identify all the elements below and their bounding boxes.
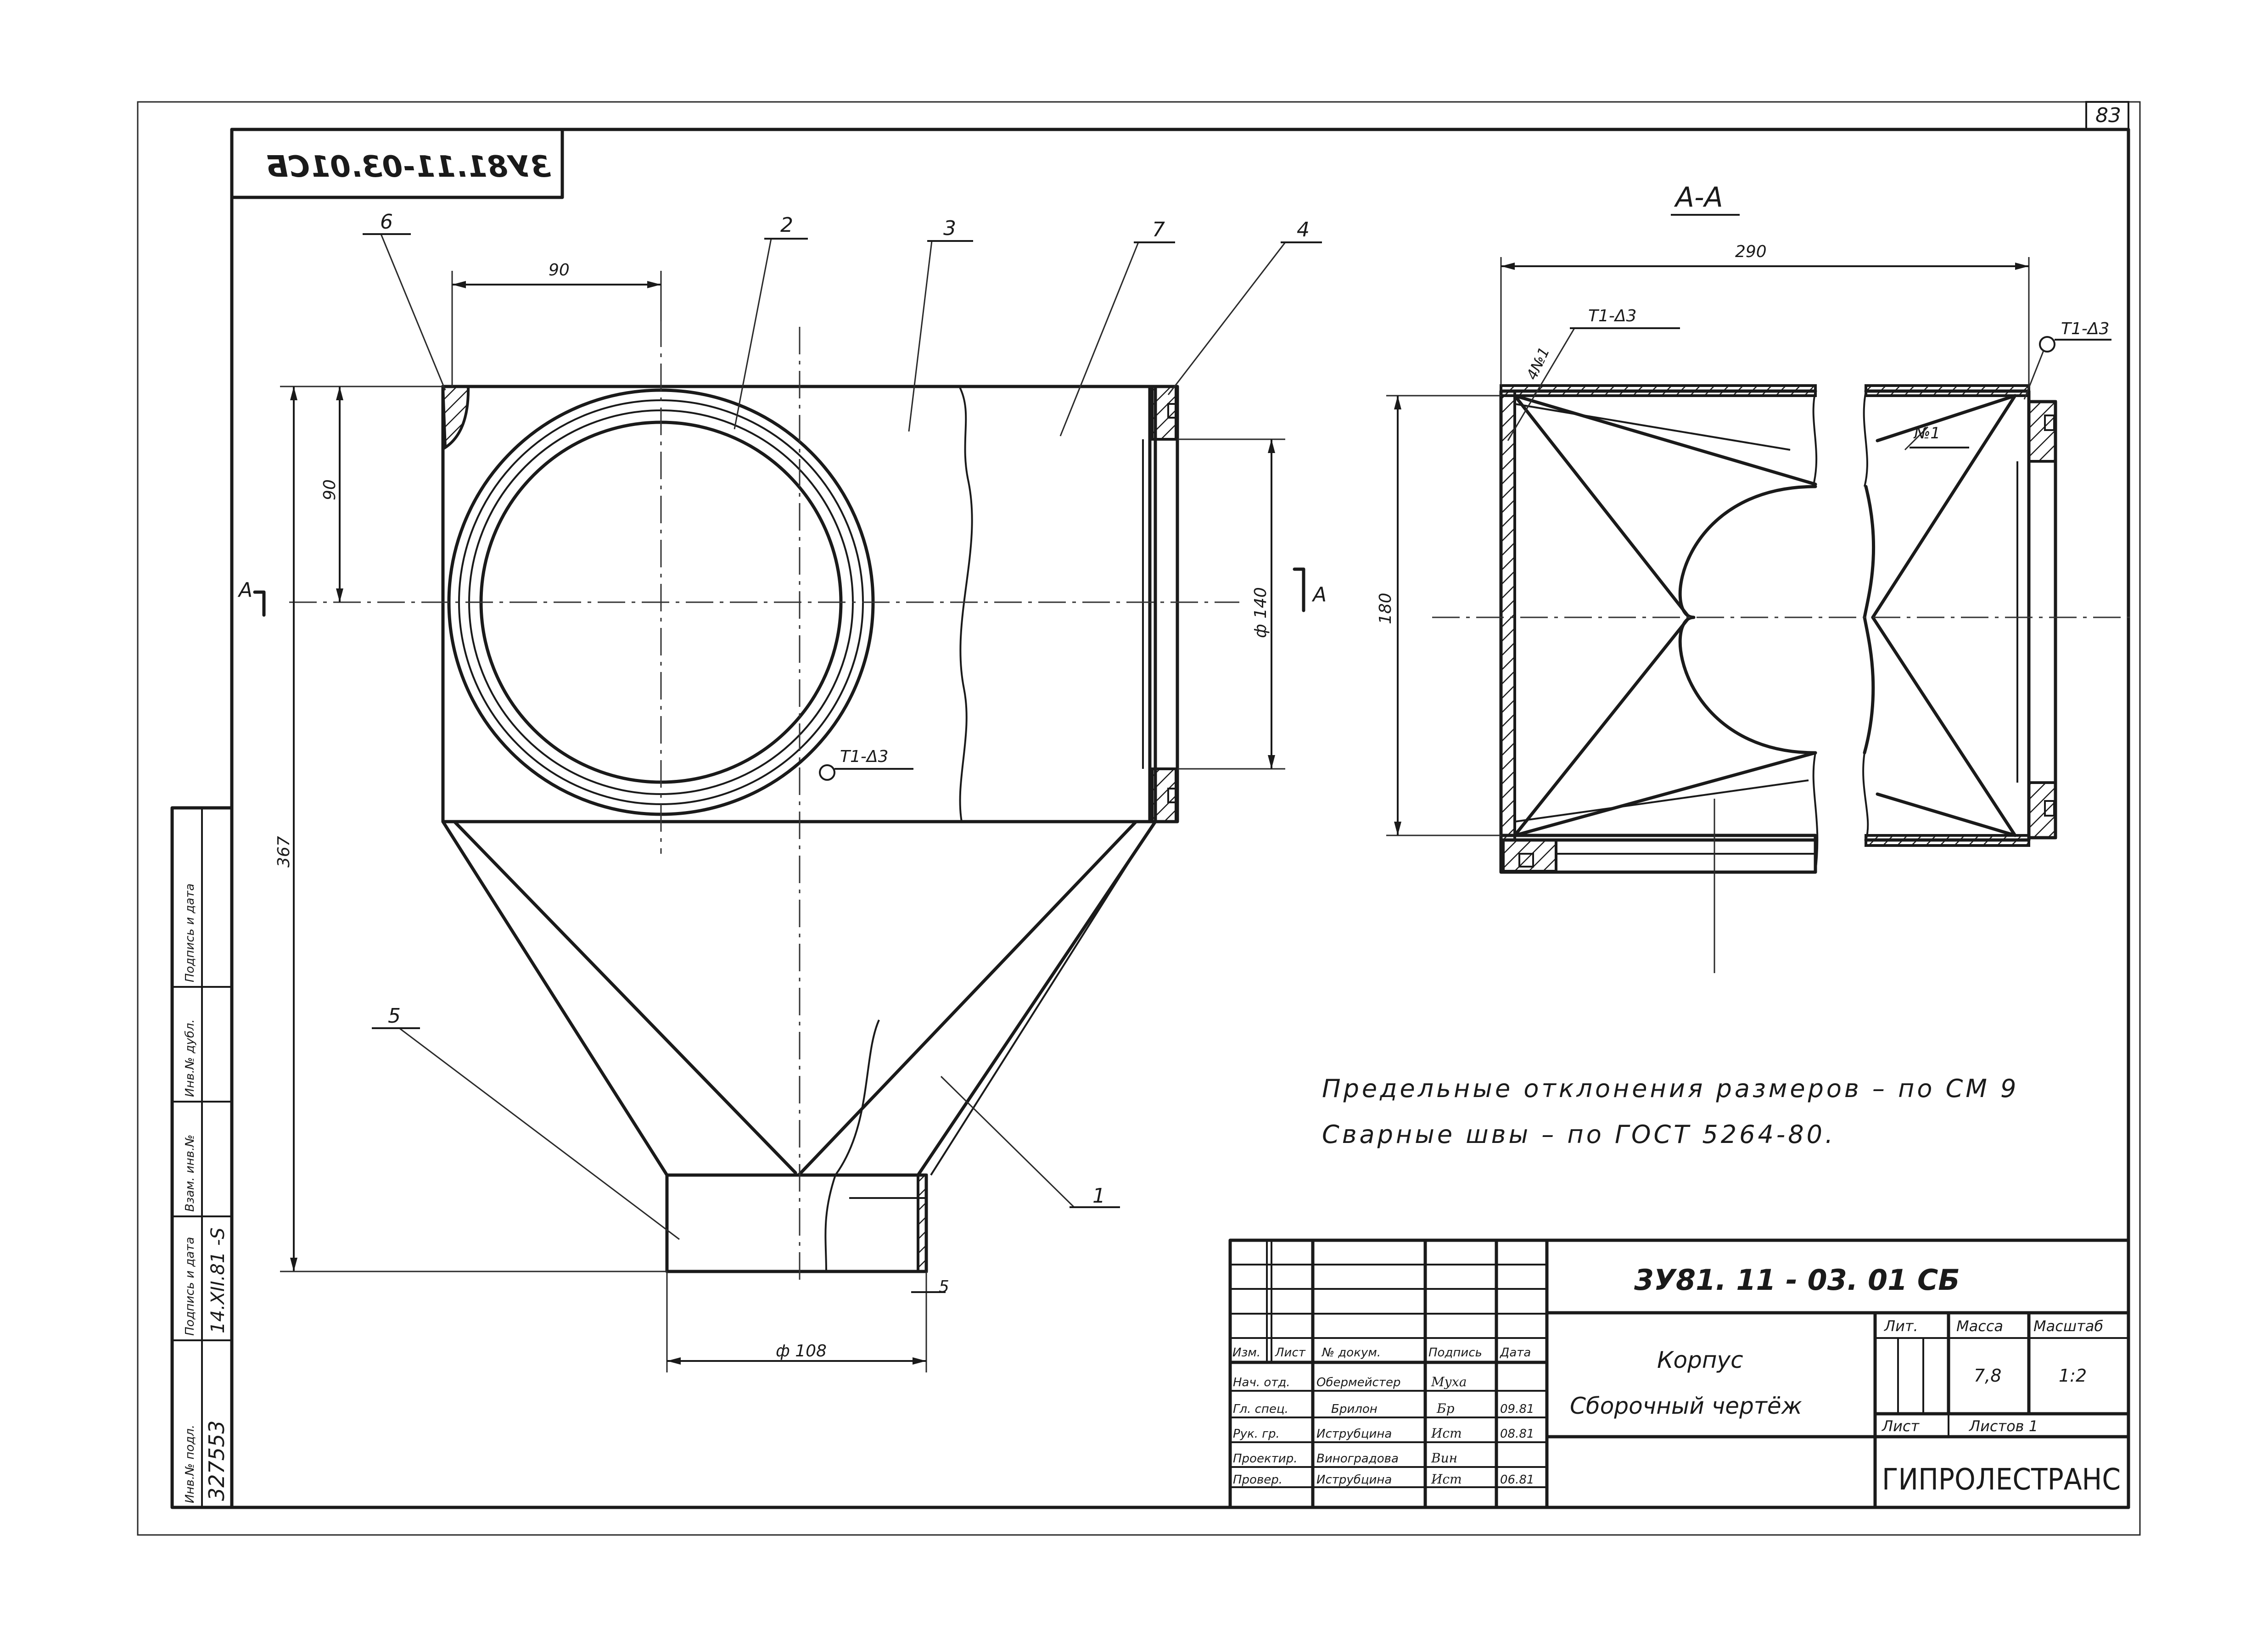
strip-label-vzam: Взам. инв.№ xyxy=(183,1135,197,1212)
tb-mass-value: 7,8 xyxy=(1974,1366,2001,1386)
tb-role-row: Гл. спец. Брилон Бр 09.81 xyxy=(1233,1401,1534,1416)
callout-2: 2 xyxy=(780,213,793,237)
part-callouts: 6 2 3 7 4 5 1 Т1-Δ3 xyxy=(363,210,1322,1240)
weld-main: Т1-Δ3 xyxy=(840,747,888,766)
callout-7: 7 xyxy=(1152,218,1165,241)
strip-label-sign-1: Подпись и дата xyxy=(183,1237,197,1336)
tb-sheet-label: Лист xyxy=(1882,1417,1920,1435)
tb-scale-label: Масштаб xyxy=(2033,1317,2103,1335)
tb-name-line1: Корпус xyxy=(1657,1347,1743,1373)
dim-top-width: 90 xyxy=(549,261,570,280)
section-view: А-А xyxy=(1376,181,2130,973)
tb-scale-value: 1:2 xyxy=(2059,1366,2087,1386)
mirrored-stamp: 3У81.11-03.01СБ xyxy=(230,128,564,199)
svg-text:Ист: Ист xyxy=(1431,1426,1462,1441)
main-dimensions: 90 90 367 ф 140 ф 108 5 А А xyxy=(237,261,1327,1372)
note-2: Сварные швы – по ГОСТ 5264-80. xyxy=(1322,1120,1836,1149)
strip-label-dubl: Инв.№ дубл. xyxy=(183,1019,197,1097)
tb-role-row: Нач. отд. Обермейстер Муха xyxy=(1233,1374,1467,1389)
mirrored-code: 3У81.11-03.01СБ xyxy=(266,150,551,184)
svg-text:Гл. спец.: Гл. спец. xyxy=(1233,1402,1288,1416)
technical-notes: Предельные отклонения размеров – по СМ 9… xyxy=(1322,1074,2019,1149)
tb-role-row: Рук. гр. Иструбцина Ист 08.81 xyxy=(1233,1426,1534,1441)
section-marker-right: А xyxy=(1311,583,1327,606)
tb-role-row: Проектир. Виноградова Вин xyxy=(1233,1450,1457,1466)
note-1: Предельные отклонения размеров – по СМ 9 xyxy=(1322,1074,2019,1103)
callout-1: 1 xyxy=(1092,1184,1105,1208)
tb-sheets-label: Листов 1 xyxy=(1969,1417,2038,1435)
svg-text:Проектир.: Проектир. xyxy=(1233,1452,1297,1466)
tb-document-code: 3У81. 11 - 03. 01 СБ xyxy=(1634,1263,1960,1297)
tb-header-date: Дата xyxy=(1500,1346,1531,1360)
tb-name-line2: Сборочный чертёж xyxy=(1570,1393,1802,1419)
tb-mass-label: Масса xyxy=(1956,1317,2003,1335)
strip-label-inv: Инв.№ подл. xyxy=(183,1425,197,1503)
callout-5: 5 xyxy=(388,1004,401,1028)
dim-wall: 5 xyxy=(939,1277,949,1296)
svg-text:Иструбцина: Иструбцина xyxy=(1316,1427,1392,1441)
inv-number: 327553 xyxy=(204,1420,229,1501)
tb-lit-label: Лит. xyxy=(1884,1317,1918,1335)
break-line xyxy=(958,386,973,822)
section-marker-left: А xyxy=(237,578,252,602)
callout-3: 3 xyxy=(943,217,956,240)
weld-section-right: Т1-Δ3 xyxy=(2061,319,2109,338)
dim-inlet-diameter: ф 140 xyxy=(1251,587,1270,638)
tb-organization: ГИПРОЛЕСТРАНС xyxy=(1882,1463,2121,1497)
sheet-frame: 83 xyxy=(137,101,2141,1536)
svg-text:Муха: Муха xyxy=(1431,1374,1467,1389)
svg-text:Ист: Ист xyxy=(1431,1472,1462,1487)
dim-section-height: 180 xyxy=(1376,593,1395,624)
weld-seam-left: 4№1 xyxy=(1523,344,1553,382)
svg-text:09.81: 09.81 xyxy=(1500,1402,1534,1416)
svg-text:Брилон: Брилон xyxy=(1331,1402,1378,1416)
svg-text:Виноградова: Виноградова xyxy=(1316,1452,1399,1466)
tb-header-sign: Подпись xyxy=(1428,1346,1482,1360)
strip-label-sign-2: Подпись и дата xyxy=(183,884,197,982)
svg-text:06.81: 06.81 xyxy=(1500,1473,1534,1487)
tb-header-izm: Изм. xyxy=(1232,1346,1260,1360)
weld-section-left: Т1-Δ3 xyxy=(1588,307,1636,325)
dim-top-height: 90 xyxy=(320,479,339,500)
svg-text:Нач. отд.: Нач. отд. xyxy=(1233,1376,1290,1389)
outlet-spigot xyxy=(665,1173,928,1273)
svg-text:Рук. гр.: Рук. гр. xyxy=(1233,1427,1280,1441)
dim-overall-height: 367 xyxy=(274,836,293,868)
hopper-cone xyxy=(441,820,1157,1272)
svg-text:Бр: Бр xyxy=(1436,1401,1455,1416)
tb-role-row: Провер. Иструбцина Ист 06.81 xyxy=(1233,1472,1534,1487)
main-view xyxy=(289,275,1239,1281)
tb-header-doc: № докум. xyxy=(1321,1346,1381,1360)
callout-6: 6 xyxy=(380,210,393,234)
tb-header-list: Лист xyxy=(1275,1346,1306,1360)
inv-date: 14.XII.81 -S xyxy=(207,1227,229,1333)
weld-seam-right: №1 xyxy=(1913,424,1940,442)
svg-text:Иструбцина: Иструбцина xyxy=(1316,1473,1392,1487)
svg-text:Провер.: Провер. xyxy=(1233,1473,1282,1487)
title-block: Изм. Лист № докум. Подпись Дата Нач. отд… xyxy=(1228,1238,2130,1509)
corner-gusset xyxy=(441,385,470,450)
dim-section-width: 290 xyxy=(1735,242,1767,261)
section-title: А-А xyxy=(1674,181,1723,213)
callout-4: 4 xyxy=(1297,218,1310,241)
svg-text:Обермейстер: Обермейстер xyxy=(1316,1376,1400,1389)
sheet-number: 83 xyxy=(2095,104,2121,127)
left-registration-strip: Инв.№ подл. Подпись и дата Взам. инв.№ И… xyxy=(170,806,234,1509)
svg-text:08.81: 08.81 xyxy=(1500,1427,1534,1441)
svg-text:Вин: Вин xyxy=(1431,1450,1457,1466)
dim-outlet-diameter: ф 108 xyxy=(776,1342,827,1361)
